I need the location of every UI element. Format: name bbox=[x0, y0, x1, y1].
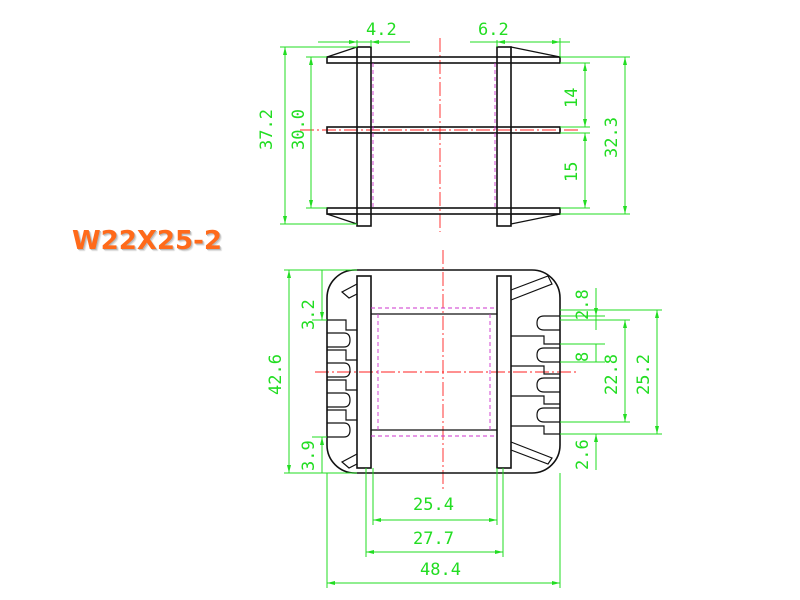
dim-25-2: 25.2 bbox=[634, 354, 654, 395]
dim-14: 14 bbox=[562, 88, 582, 108]
bottom-right-lug bbox=[510, 213, 561, 225]
middle-flange bbox=[326, 126, 561, 134]
top-right-lug bbox=[510, 46, 561, 58]
left-pin-post bbox=[356, 46, 372, 227]
top-left-lug bbox=[326, 46, 358, 58]
dim-25-4: 25.4 bbox=[413, 495, 454, 515]
dim-6-2: 6.2 bbox=[478, 20, 509, 40]
part-number-title: W22X25-2 bbox=[72, 226, 222, 256]
dim-8: 8 bbox=[573, 352, 593, 362]
dim-30-0: 30.0 bbox=[289, 109, 309, 150]
dim-32-3: 32.3 bbox=[602, 117, 622, 158]
bottom-left-lug bbox=[326, 213, 358, 225]
dim-2-6: 2.6 bbox=[573, 439, 593, 470]
dim-3-2: 3.2 bbox=[299, 299, 319, 330]
bottom-view: 3.2 42.6 3.9 2.8 8 22.8 bbox=[266, 250, 662, 588]
left-pin-slots bbox=[327, 283, 358, 469]
dim-37-2: 37.2 bbox=[257, 109, 277, 150]
dim-48-4: 48.4 bbox=[420, 560, 461, 580]
right-post bbox=[496, 275, 512, 469]
bobbin-outline bbox=[326, 269, 561, 474]
dim-27-7: 27.7 bbox=[413, 529, 454, 549]
left-post bbox=[356, 275, 372, 469]
top-view: 4.2 6.2 37.2 30.0 14 15 bbox=[257, 20, 630, 232]
dim-4-2: 4.2 bbox=[366, 20, 397, 40]
dim-22-8: 22.8 bbox=[602, 354, 622, 395]
dim-15: 15 bbox=[562, 162, 582, 182]
top-flange bbox=[326, 56, 561, 64]
dim-2-8: 2.8 bbox=[573, 289, 593, 320]
right-pin-post bbox=[496, 46, 512, 227]
bottom-flange bbox=[326, 207, 561, 215]
dim-42-6: 42.6 bbox=[266, 354, 286, 395]
dim-3-9: 3.9 bbox=[299, 440, 319, 471]
right-pin-slots bbox=[510, 275, 560, 465]
